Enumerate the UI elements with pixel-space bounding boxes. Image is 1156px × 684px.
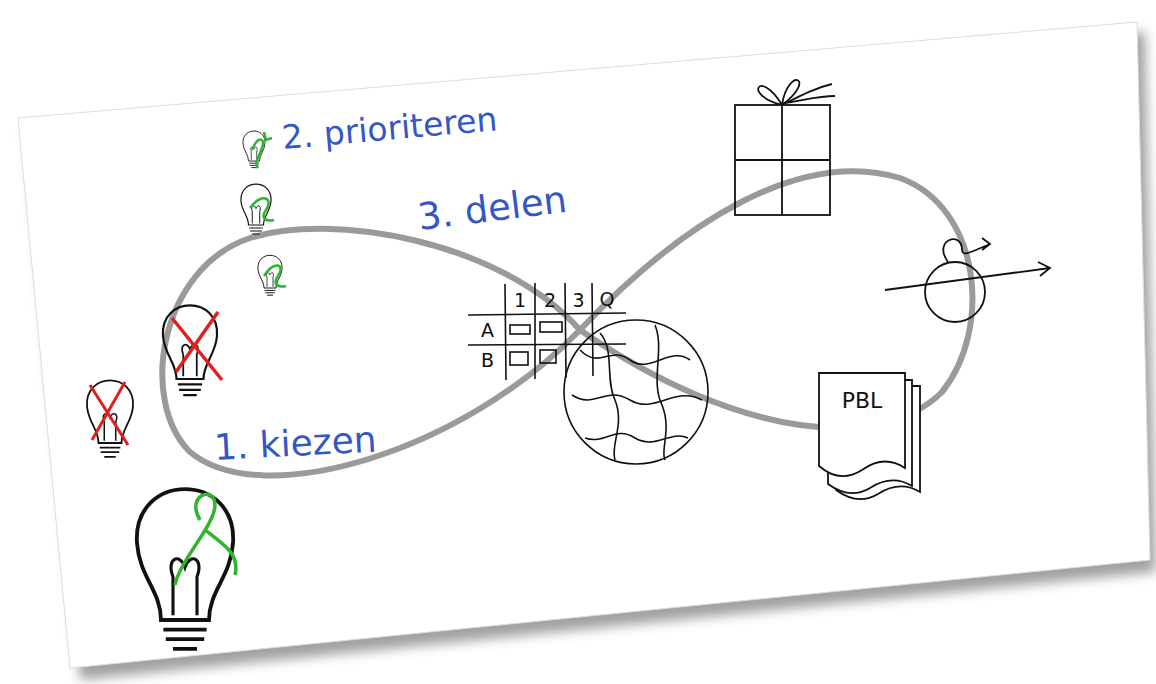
check-mark bbox=[175, 494, 236, 585]
cross-mark bbox=[172, 312, 222, 380]
table-header: 3 bbox=[565, 285, 592, 315]
table-grid bbox=[468, 283, 626, 380]
step-label: 3. delen bbox=[416, 180, 570, 239]
check-mark bbox=[252, 132, 272, 168]
check-mark bbox=[250, 198, 274, 220]
lightbulb bbox=[87, 380, 133, 456]
check-mark bbox=[264, 265, 286, 286]
lightbulb bbox=[137, 489, 233, 649]
table-header: 2 bbox=[535, 285, 565, 315]
step-label: 1. kiezen bbox=[213, 420, 378, 468]
document-shape: PBL bbox=[818, 372, 906, 482]
table-row-label: A bbox=[470, 315, 505, 345]
table-header: Q bbox=[592, 284, 622, 314]
card bbox=[18, 22, 1150, 668]
cross-mark bbox=[90, 382, 128, 445]
globe bbox=[564, 320, 708, 464]
rolling-ball bbox=[885, 238, 1050, 322]
gift-icon bbox=[735, 80, 835, 215]
infinity-loop bbox=[162, 171, 972, 475]
table-header: 1 bbox=[505, 285, 535, 315]
document-label: PBL bbox=[818, 372, 906, 413]
step-label: 2. prioriteren bbox=[280, 101, 498, 156]
table-row-label: B bbox=[470, 345, 505, 375]
document-outline bbox=[819, 373, 905, 476]
